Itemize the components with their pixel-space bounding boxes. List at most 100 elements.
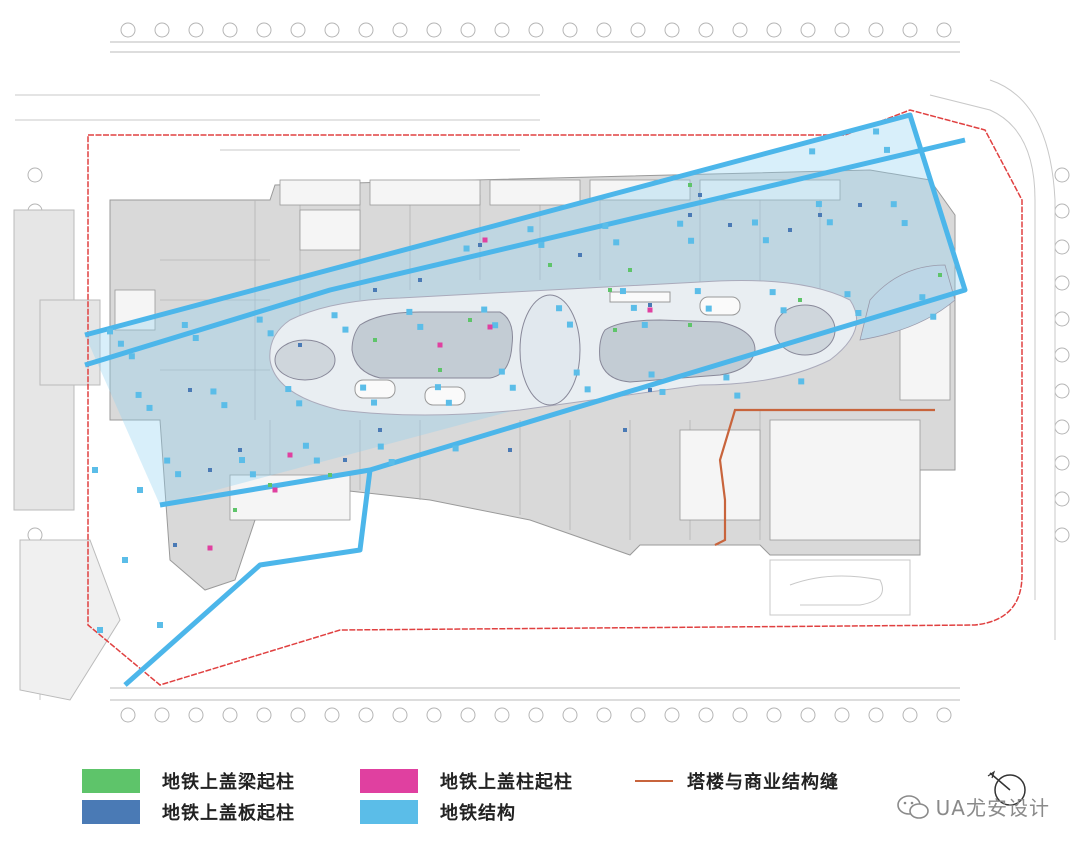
column-marker: [221, 402, 228, 409]
column-marker: [762, 237, 769, 244]
column-marker: [249, 471, 256, 478]
column-marker: [268, 483, 272, 487]
column-marker: [117, 340, 124, 347]
grid-bubble: [732, 22, 748, 38]
grid-bubble: [460, 707, 476, 723]
column-marker: [208, 468, 212, 472]
grid-bubble: [188, 22, 204, 38]
column-marker: [192, 335, 199, 342]
grid-bubble: [222, 707, 238, 723]
column-marker: [844, 291, 851, 298]
column-marker: [648, 303, 652, 307]
right-grid-bubbles: [1054, 167, 1070, 543]
legend-subway-structure-swatch: [360, 800, 418, 824]
grid-bubble: [1054, 383, 1070, 399]
column-on-column: [207, 237, 653, 551]
column-marker: [769, 289, 776, 296]
grid-bubble: [290, 707, 306, 723]
atrium: [269, 264, 956, 416]
column-marker: [659, 388, 666, 395]
column-marker: [648, 371, 655, 378]
legend-subway-structure-label: 地铁结构: [440, 803, 516, 824]
legend-structural-seam: 塔楼与商业结构缝: [635, 768, 839, 794]
column-marker: [573, 369, 580, 376]
column-marker: [452, 445, 459, 452]
grid-bubble: [766, 22, 782, 38]
column-marker: [688, 323, 692, 327]
column-marker: [437, 342, 443, 348]
grid-bubble: [664, 707, 680, 723]
column-marker: [688, 213, 692, 217]
tower-commercial-seam: [714, 408, 935, 546]
column-marker: [328, 473, 332, 477]
column-marker: [360, 384, 367, 391]
grid-bubble: [1054, 167, 1070, 183]
column-marker: [613, 328, 617, 332]
north-arrow-icon: [987, 770, 1026, 806]
grid-bubble: [562, 22, 578, 38]
bottom-grid-axis: [110, 687, 960, 701]
grid-bubble: [358, 707, 374, 723]
column-marker: [298, 343, 302, 347]
column-marker: [107, 328, 113, 335]
column-marker: [342, 326, 349, 333]
legend-structural-seam-label: 塔楼与商业结构缝: [687, 772, 839, 793]
column-marker: [256, 316, 263, 323]
grid-bubble: [596, 707, 612, 723]
column-marker: [619, 288, 626, 295]
column-marker: [478, 243, 482, 247]
grid-bubble: [528, 707, 544, 723]
column-marker: [296, 400, 303, 407]
column-marker: [815, 201, 822, 208]
grid-bubble: [1054, 347, 1070, 363]
column-marker: [313, 457, 320, 464]
column-marker: [137, 487, 143, 493]
column-marker: [207, 545, 213, 551]
site-boundary: [87, 109, 1023, 686]
subway-structure-outline: [84, 112, 968, 687]
grid-bubble: [630, 707, 646, 723]
column-marker: [641, 321, 648, 328]
grid-bubble: [800, 22, 816, 38]
column-marker: [157, 622, 163, 628]
grid-bubble: [1054, 455, 1070, 471]
column-marker: [238, 448, 242, 452]
column-marker: [628, 268, 632, 272]
grid-bubble: [732, 707, 748, 723]
grid-bubble: [426, 707, 442, 723]
column-marker: [233, 508, 237, 512]
legend-subway-structure: 地铁结构: [360, 799, 516, 825]
column-marker: [272, 487, 278, 493]
column-marker: [373, 338, 377, 342]
grid-bubble: [426, 22, 442, 38]
column-marker: [287, 452, 293, 458]
column-marker: [901, 220, 908, 227]
grid-bubble: [630, 22, 646, 38]
grid-bubble: [27, 167, 43, 183]
column-marker: [135, 391, 142, 398]
grid-bubble: [834, 707, 850, 723]
column-marker: [858, 203, 862, 207]
legend-column-column-label: 地铁上盖柱起柱: [440, 772, 573, 793]
grid-bubble: [902, 707, 918, 723]
grid-bubble: [460, 22, 476, 38]
column-marker: [751, 219, 758, 226]
column-marker: [728, 223, 732, 227]
legend-beam-column: 地铁上盖梁起柱: [82, 768, 295, 794]
column-marker: [343, 458, 347, 462]
grid-bubble: [1054, 239, 1070, 255]
legend-slab-column-swatch: [82, 800, 140, 824]
column-marker: [677, 220, 684, 227]
watermark-text: UA尤安设计: [935, 796, 1050, 820]
column-marker: [548, 263, 552, 267]
grid-bubble: [902, 22, 918, 38]
column-marker: [566, 321, 573, 328]
column-marker: [698, 193, 702, 197]
column-marker: [688, 237, 695, 244]
grid-bubble: [596, 22, 612, 38]
column-marker: [556, 305, 563, 312]
grid-bubble: [188, 707, 204, 723]
column-marker: [508, 448, 512, 452]
column-marker: [855, 310, 862, 317]
column-marker: [417, 323, 424, 330]
